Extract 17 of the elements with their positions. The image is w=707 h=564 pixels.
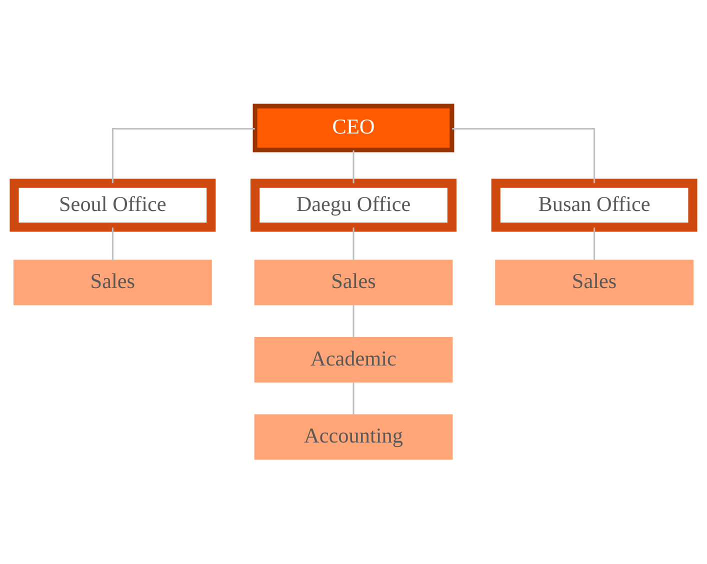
connector	[112, 128, 255, 183]
node-box: Sales	[495, 259, 694, 305]
connector	[452, 128, 596, 183]
node-box: CEO	[252, 103, 454, 152]
connector	[352, 150, 354, 183]
connector	[352, 382, 354, 414]
node-box: Sales	[13, 259, 212, 305]
node-box: Seoul Office	[10, 178, 216, 232]
connector	[112, 227, 114, 260]
connector	[352, 304, 354, 338]
node-box: Accounting	[254, 414, 453, 460]
node-box: Sales	[254, 259, 453, 305]
connector	[352, 227, 354, 260]
node-box: Academic	[254, 336, 453, 382]
node-box: Daegu Office	[250, 178, 456, 232]
connector	[594, 227, 596, 260]
node-box: Busan Office	[491, 178, 698, 232]
